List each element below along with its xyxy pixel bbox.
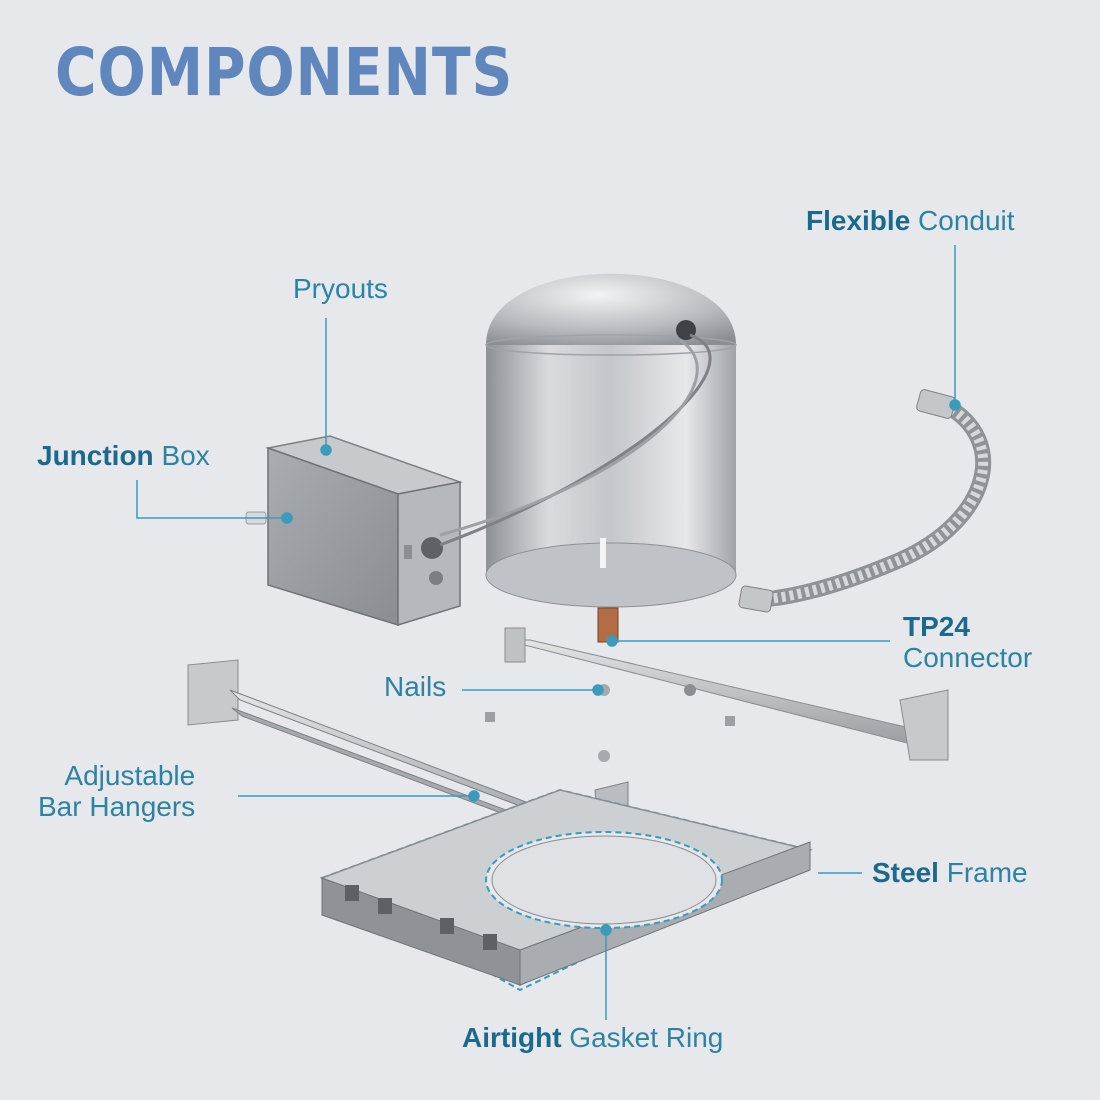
junction-box [245, 435, 463, 627]
label-nails-text: Nails [384, 671, 447, 702]
flexible-conduit [738, 389, 992, 613]
nail-part [725, 716, 735, 726]
label-steel-frame: Steel Frame [872, 857, 1028, 888]
label-flexible-conduit-rest: Conduit [910, 205, 1015, 236]
label-tp24-rest: Connector [903, 642, 1033, 674]
back-bar-hanger [504, 627, 949, 761]
label-junction-box-rest: Box [153, 440, 210, 471]
label-flexible-conduit-bold: Flexible [806, 205, 911, 236]
label-tp24-connector: TP24 Connector [903, 611, 1032, 674]
label-pryouts: Pryouts [293, 273, 388, 304]
label-nails: Nails [384, 671, 446, 702]
label-pryouts-text: Pryouts [293, 273, 388, 304]
steel-frame-part [319, 788, 813, 992]
label-tp24-bold: TP24 [903, 611, 970, 642]
nail-part [598, 750, 610, 762]
label-bar-hangers-line1: Adjustable [64, 760, 196, 791]
label-steel-frame-rest: Frame [938, 857, 1028, 888]
label-gasket-ring-rest: Gasket Ring [561, 1022, 724, 1053]
label-junction-box-bold: Junction [37, 440, 154, 471]
label-bar-hangers: Adjustable Bar Hangers [38, 760, 195, 823]
label-steel-frame-bold: Steel [872, 857, 939, 888]
page-title: COMPONENTS [55, 34, 514, 111]
label-bar-hangers-line2: Bar Hangers [38, 791, 196, 823]
label-gasket-ring-bold: Airtight [462, 1022, 562, 1053]
nail-part [485, 712, 495, 722]
label-gasket-ring: Airtight Gasket Ring [462, 1022, 723, 1053]
label-junction-box: Junction Box [37, 440, 210, 471]
leader-lines [136, 245, 961, 1020]
label-flexible-conduit: Flexible Conduit [806, 205, 1015, 236]
housing-can [439, 273, 737, 608]
